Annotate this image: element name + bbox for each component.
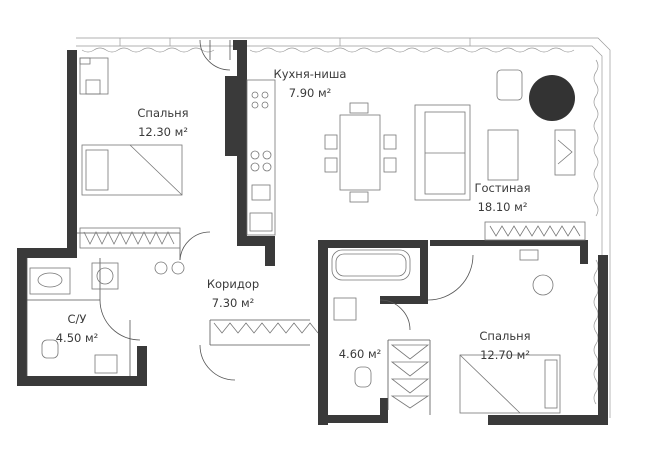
room-area: 4.60 м² [338,347,382,361]
room-label-living: Гостиная 18.10 м² [455,181,550,214]
walls [17,40,608,425]
room-name: Кухня-ниша [273,67,347,81]
room-area: 12.30 м² [138,125,188,139]
room-area: 18.10 м² [477,200,528,214]
furniture [29,57,586,414]
room-label-wc: С/У 4.50 м² [42,312,112,345]
room-label-bedroom-2: Спальня 12.70 м² [460,329,550,362]
room-area: 7.90 м² [288,86,332,100]
room-name: Гостиная [474,181,531,195]
room-label-bathroom: 4.60 м² [330,347,390,361]
room-name: С/У [67,312,87,326]
room-area: 4.50 м² [55,331,99,345]
partitions [26,39,474,415]
room-name: Спальня [137,106,189,120]
room-label-bedroom-1: Спальня 12.30 м² [118,106,208,139]
room-name: Спальня [479,329,531,343]
room-name: Коридор [206,277,260,291]
glazing-outline [76,37,611,418]
room-area: 7.30 м² [211,296,255,310]
room-label-kitchen: Кухня-ниша 7.90 м² [265,67,355,100]
room-area: 12.70 м² [480,348,530,362]
room-label-corridor: Коридор 7.30 м² [188,277,278,310]
